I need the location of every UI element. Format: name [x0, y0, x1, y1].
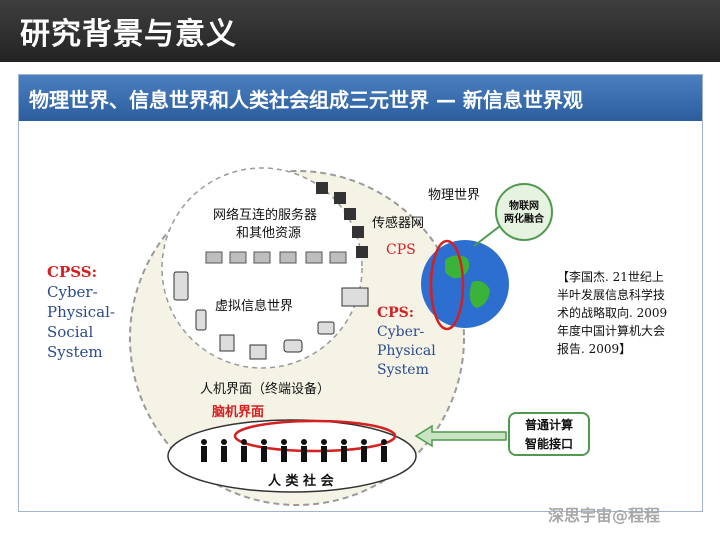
- bci-label: 脑机界面: [212, 405, 265, 420]
- citation-line: 术的战略取向. 2009: [557, 306, 668, 320]
- citation: 【李国杰. 21世纪上 半叶发展信息科学技 术的战略取向. 2009 年度中国计…: [557, 268, 707, 358]
- citation-line: 【李国杰. 21世纪上: [557, 270, 664, 284]
- physical-world-label: 物理世界: [428, 188, 481, 203]
- network-servers-label-1: 网络互连的服务器: [213, 208, 318, 223]
- callout-line: 普通计算: [524, 418, 573, 432]
- cpss-line: Social: [47, 323, 94, 341]
- section-banner: 物理世界、信息世界和人类社会组成三元世界 — 新信息世界观: [19, 75, 702, 121]
- cpss-label: CPSS: Cyber- Physical- Social System: [47, 262, 115, 362]
- hci-label: 人机界面（终端设备）: [200, 382, 331, 397]
- watermark: 深思宇宙@程程: [548, 506, 661, 525]
- intelligent-interface-callout: 普通计算 智能接口: [508, 412, 590, 456]
- sensor-icons: [316, 182, 368, 258]
- citation-line: 半叶发展信息科学技: [557, 288, 666, 302]
- cpss-line: System: [47, 343, 103, 361]
- virtual-world-label: 虚拟信息世界: [215, 299, 294, 314]
- slide-title: 研究背景与意义: [20, 17, 237, 52]
- bci-ellipse: [233, 419, 397, 453]
- cpss-line: Cyber-: [47, 283, 98, 301]
- cps-line: Cyber-: [377, 324, 425, 340]
- cpss-line: Physical-: [47, 303, 115, 321]
- banner-title: 物理世界、信息世界和人类社会组成三元世界 — 新信息世界观: [29, 88, 583, 112]
- cps-title: CPS:: [377, 305, 414, 321]
- network-servers-label-2: 和其他资源: [236, 226, 302, 241]
- earth-globe: [421, 240, 509, 328]
- virtual-world-circle: [161, 167, 363, 369]
- citation-line: 报告. 2009】: [557, 342, 632, 356]
- cps-line: Physical: [377, 343, 436, 359]
- cps-line: System: [377, 362, 429, 378]
- citation-line: 年度中国计算机大会: [557, 324, 666, 338]
- iot-bubble-label: 物联网 两化融合: [500, 200, 548, 226]
- callout-arrow: [414, 424, 507, 448]
- cps-ellipse: [429, 239, 465, 331]
- sensor-net-label: 传感器网: [372, 216, 425, 231]
- cps-tag: CPS: [386, 242, 416, 258]
- callout-line: 智能接口: [524, 437, 573, 451]
- human-society-ellipse: [167, 419, 417, 493]
- iot-bubble: [495, 183, 553, 241]
- cpss-title: CPSS:: [47, 263, 98, 281]
- slide-header: 研究背景与意义: [0, 0, 720, 62]
- iot-line: 物联网: [509, 201, 539, 212]
- people-icons: [201, 439, 387, 462]
- human-society-label: 人 类 社 会: [268, 474, 334, 489]
- terminal-device-icons: [173, 271, 369, 360]
- cps-label: CPS: Cyber- Physical System: [377, 304, 436, 380]
- server-icons: [205, 251, 347, 264]
- iot-line: 两化融合: [504, 214, 544, 225]
